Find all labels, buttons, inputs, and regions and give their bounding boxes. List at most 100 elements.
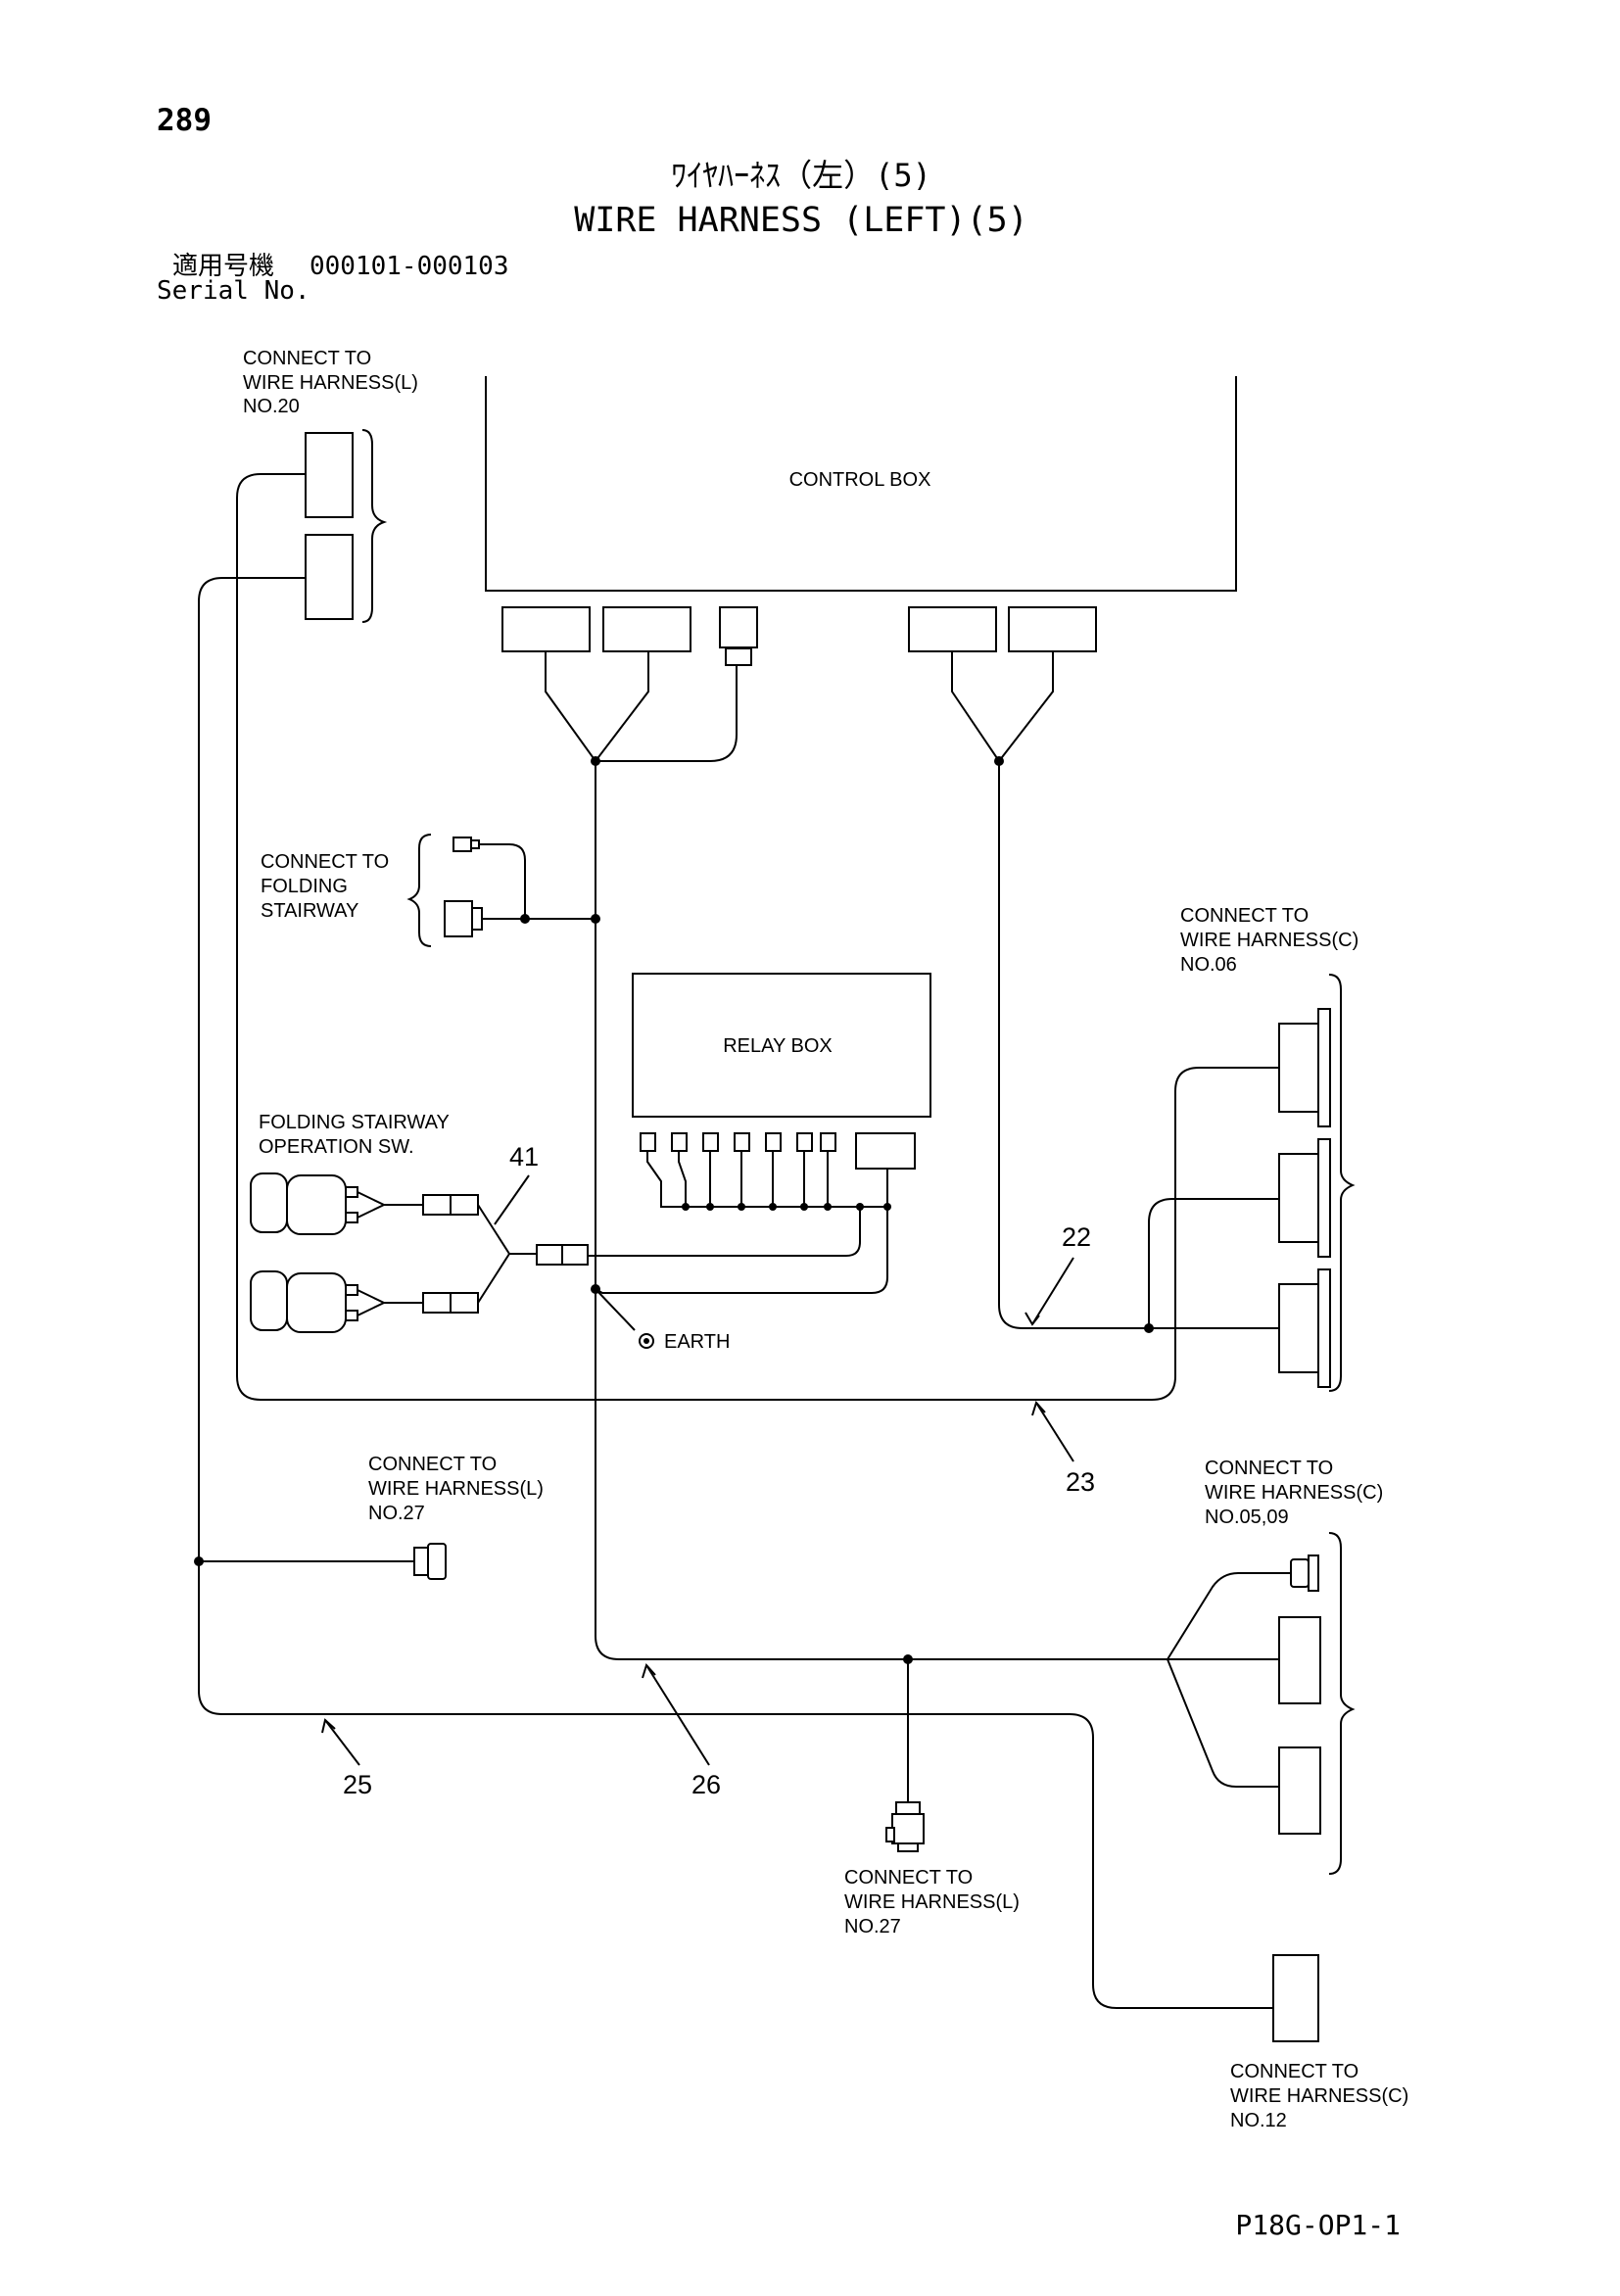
callout-26: 26 — [691, 1770, 721, 1799]
label-connect-harness-c-06-line1: CONNECT TO — [1180, 905, 1309, 927]
serial-range: 000101-000103 — [310, 252, 509, 281]
switch-lower-pin-1 — [345, 1284, 358, 1296]
earth-wire — [595, 1288, 636, 1331]
label-connect-harness-c-06-line3: NO.06 — [1180, 954, 1237, 976]
connector-harness-c-06-lower — [1278, 1268, 1331, 1388]
label-connect-harness-l-27-left-line2: WIRE HARNESS(L) — [368, 1478, 544, 1500]
switch-lower-body — [286, 1272, 347, 1333]
callout-25-leader — [324, 1719, 360, 1766]
connector-harness-c-06-stubs — [1265, 1067, 1279, 1329]
switch-upper-plug-b — [450, 1194, 479, 1216]
relay-junction-2 — [706, 1203, 714, 1211]
connector-stairway-socket — [444, 900, 473, 937]
earth-label: EARTH — [664, 1331, 730, 1353]
relay-terminal-connector — [855, 1132, 916, 1170]
connector-stairway-plug — [453, 837, 472, 852]
callout-25: 25 — [343, 1770, 372, 1799]
connector-harness-l-27-left-body — [427, 1543, 447, 1580]
label-connect-harness-c-12-line2: WIRE HARNESS(C) — [1230, 2085, 1408, 2107]
harness-22-branch-middle — [1148, 1198, 1265, 1328]
label-connect-folding-stairway-line3: STAIRWAY — [261, 900, 358, 922]
harness-26-trunk — [595, 761, 1167, 1660]
harness-22-trunk — [998, 761, 1265, 1329]
switch-lower-plug-b — [450, 1292, 479, 1314]
control-box-outline — [485, 376, 1237, 592]
label-connect-harness-c-12-line3: NO.12 — [1230, 2110, 1287, 2131]
callout-23: 23 — [1066, 1467, 1095, 1497]
relay-terminal-3 — [702, 1132, 719, 1152]
label-connect-harness-c-05-09-line3: NO.05,09 — [1205, 1507, 1289, 1528]
connector-harness-c-05-upper — [1290, 1558, 1310, 1588]
callout-41: 41 — [509, 1142, 539, 1172]
label-connect-harness-l-20-line3: NO.20 — [243, 396, 300, 417]
callout-26-leader — [645, 1664, 710, 1766]
label-connect-harness-c-05-09-line1: CONNECT TO — [1205, 1458, 1333, 1479]
connector-stairway-plug-tip — [470, 839, 480, 849]
connector-harness-l-27-left-cap — [413, 1547, 429, 1576]
switch-lower-lead — [357, 1289, 387, 1316]
relay-junction-6 — [824, 1203, 832, 1211]
label-connect-harness-l-27-left-line1: CONNECT TO — [368, 1454, 497, 1475]
control-box-connector-small-plug — [725, 647, 752, 666]
connector-harness-c-05-upper-cap — [1308, 1555, 1319, 1592]
connector-harness-c-06-upper — [1278, 1008, 1331, 1127]
control-box-label: CONTROL BOX — [789, 469, 931, 491]
relay-terminal-2 — [671, 1132, 688, 1152]
callout-22: 22 — [1062, 1222, 1091, 1252]
relay-terminal-7 — [820, 1132, 836, 1152]
connector-harness-c-12 — [1272, 1954, 1319, 2042]
label-connect-harness-l-27-bottom-line1: CONNECT TO — [844, 1867, 973, 1889]
earth-icon — [639, 1333, 654, 1349]
control-box-connector-3 — [908, 606, 997, 652]
junction-stairway-connectors — [520, 914, 530, 924]
harness-25 — [198, 577, 1273, 2009]
label-connect-harness-l-27-left-line3: NO.27 — [368, 1503, 425, 1524]
stairway-branch-upper — [479, 843, 526, 919]
control-box-connector-4 — [1008, 606, 1097, 652]
control-box-connector-1 — [501, 606, 591, 652]
label-connect-harness-c-12-line1: CONNECT TO — [1230, 2061, 1358, 2082]
relay-to-switch-wire-1 — [588, 1207, 861, 1257]
brace-harness-c-06 — [1328, 974, 1356, 1392]
relay-terminal-6 — [796, 1132, 813, 1152]
switch-upper-pin-2 — [345, 1212, 358, 1223]
relay-terminal-1 — [640, 1132, 656, 1152]
relay-junction-4 — [769, 1203, 777, 1211]
switch-upper-plug-a — [422, 1194, 452, 1216]
relay-junction-5 — [800, 1203, 808, 1211]
drawing-code: P18G-OP1-1 — [1235, 2209, 1401, 2241]
connector-harness-c-05-middle — [1278, 1616, 1321, 1704]
label-folding-stairway-sw-line1: FOLDING STAIRWAY — [259, 1112, 450, 1133]
switch-upper-head — [250, 1172, 288, 1233]
connector-harness-c-06-middle — [1278, 1138, 1331, 1258]
switch-lower-plug-a — [422, 1292, 452, 1314]
control-box-branch-small — [596, 665, 738, 762]
relay-terminal-5 — [765, 1132, 782, 1152]
serial-label-japanese: 適用号機 — [172, 252, 274, 281]
switch-lower-pin-2 — [345, 1310, 358, 1321]
label-connect-harness-l-27-bottom-line3: NO.27 — [844, 1916, 901, 1937]
harness-41-plug-a — [536, 1244, 563, 1266]
label-connect-harness-c-05-09-line2: WIRE HARNESS(C) — [1205, 1482, 1383, 1504]
label-connect-folding-stairway-line1: CONNECT TO — [261, 851, 389, 873]
label-connect-harness-l-27-bottom-line2: WIRE HARNESS(L) — [844, 1891, 1020, 1913]
relay-junction-1 — [682, 1203, 690, 1211]
switch-upper-pin-1 — [345, 1186, 358, 1198]
label-connect-harness-c-06-line2: WIRE HARNESS(C) — [1180, 930, 1358, 951]
switch-upper-lead — [357, 1191, 387, 1219]
callout-23-leader — [1035, 1402, 1074, 1462]
switch-upper — [250, 1172, 358, 1235]
connector-harness-l-27-bottom-body — [891, 1813, 925, 1844]
relay-to-trunk-wire — [595, 1207, 888, 1294]
switch-lower-head — [250, 1270, 288, 1331]
relay-junction-3 — [738, 1203, 745, 1211]
brace-folding-stairway — [406, 834, 432, 947]
relay-box — [632, 973, 931, 1118]
relay-box-terminals — [640, 1132, 916, 1170]
switch-upper-body — [286, 1174, 347, 1235]
serial-label-english: Serial No. — [157, 276, 310, 306]
brace-harness-c-05-09 — [1328, 1532, 1356, 1875]
title-english: WIRE HARNESS (LEFT)(5) — [574, 201, 1028, 240]
